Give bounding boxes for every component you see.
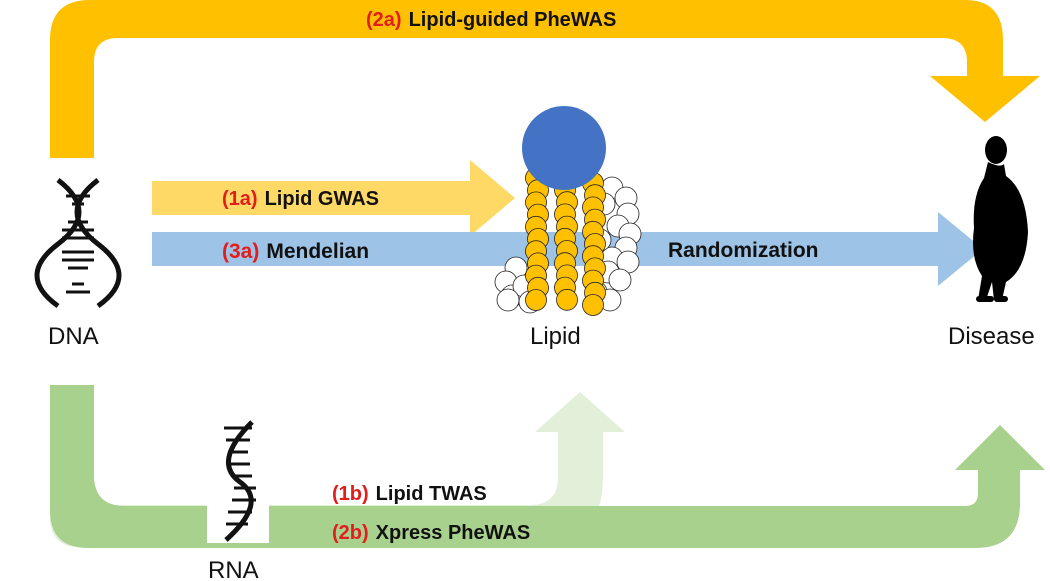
xpress-phewas-label: (2b)Xpress PheWAS	[332, 522, 530, 544]
lipid-guided-phewas-arrow	[50, 0, 1040, 158]
membrane-lipid-circle	[496, 288, 520, 312]
lipid-guided-phewas-label: (2a)Lipid-guided PheWAS	[366, 9, 616, 31]
fatty-acid-tail-bead	[582, 294, 604, 316]
rna-label: RNA	[208, 557, 259, 581]
mendelian-label: (3a)Mendelian	[222, 240, 369, 263]
lipid-gwas-arrow	[152, 160, 515, 236]
lipid-twas-label: (1b)Lipid TWAS	[332, 483, 487, 505]
membrane-lipid-circle	[608, 268, 632, 292]
randomization-label: Randomization	[668, 239, 819, 262]
xpress-phewas-arrow	[50, 385, 1045, 548]
obese-person-silhouette-icon	[973, 136, 1028, 302]
lipid-gwas-label: (1a)Lipid GWAS	[222, 188, 379, 210]
fatty-acid-tail-bead	[525, 289, 547, 311]
lipid-bilayer-icon	[494, 106, 642, 316]
fatty-acid-tail-bead	[556, 288, 578, 311]
dna-double-helix-icon	[34, 178, 122, 309]
rna-strand-icon	[207, 418, 269, 543]
lipid-label: Lipid	[530, 323, 581, 350]
disease-label: Disease	[948, 323, 1035, 350]
dna-label: DNA	[48, 323, 99, 350]
lipid-head-group	[522, 106, 606, 190]
